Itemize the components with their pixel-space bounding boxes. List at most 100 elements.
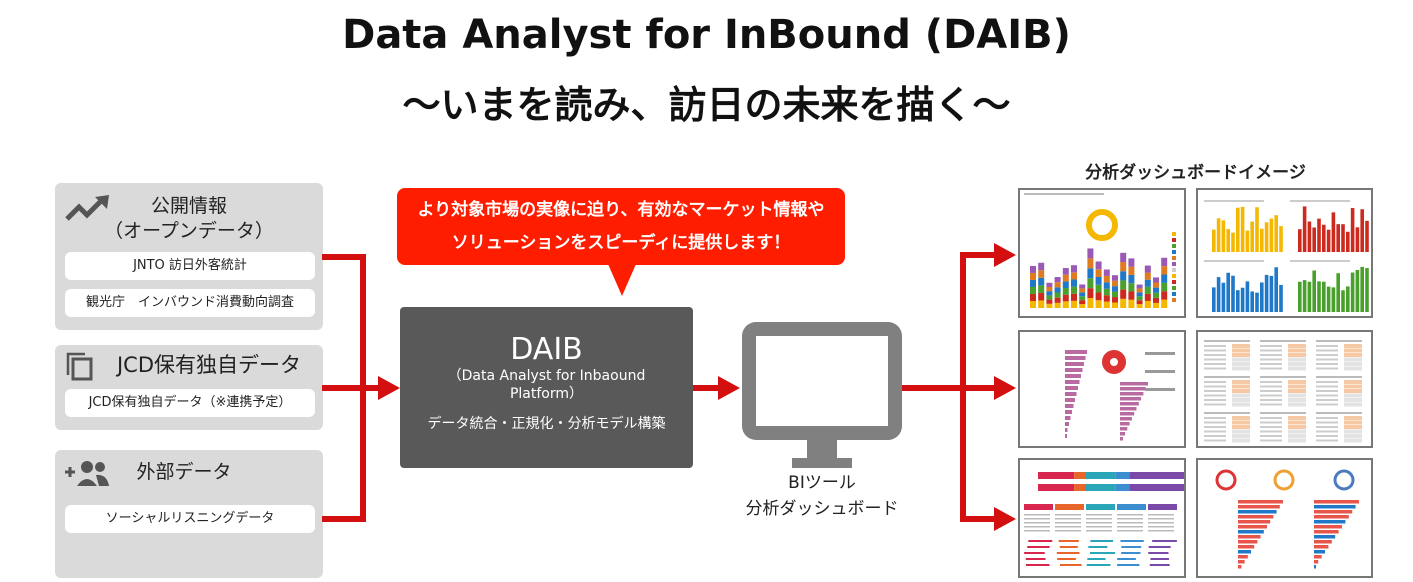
bar: [1314, 535, 1336, 539]
rank-bar: [1065, 416, 1071, 420]
thumb-mark: [1024, 193, 1104, 195]
stacked-bar: [1071, 300, 1077, 308]
segment: [1038, 484, 1075, 491]
table-cell: [1232, 438, 1250, 443]
stacked-bar: [1030, 286, 1036, 294]
bar: [1341, 290, 1345, 312]
table-cell: [1288, 438, 1306, 443]
stacked-bar: [1046, 299, 1053, 304]
thumb-mark: [1316, 385, 1338, 388]
bar: [1317, 218, 1321, 252]
table-cell: [1288, 366, 1306, 371]
stacked-bar: [1161, 266, 1168, 275]
bar: [1317, 281, 1321, 312]
word-cloud: [1150, 558, 1169, 560]
word-cloud: [1120, 540, 1144, 542]
thumb-mark: [1148, 522, 1174, 524]
stacked-bar: [1112, 302, 1118, 308]
table-cell: [1232, 384, 1250, 389]
rank-bar: [1065, 404, 1074, 408]
thumb-mark: [1086, 522, 1112, 524]
stacked-bar: [1120, 289, 1127, 299]
bar: [1302, 280, 1307, 312]
stacked-bar: [1030, 279, 1036, 287]
rank-bar: [1065, 392, 1077, 396]
rank-bar: [1120, 427, 1128, 431]
table-cell: [1288, 425, 1306, 429]
thumb-mark: [1204, 345, 1226, 347]
segment-header: [1086, 504, 1115, 510]
table-cell: [1232, 389, 1250, 393]
stacked-bar: [1103, 301, 1110, 308]
arrow-right-icon: [718, 376, 740, 400]
thumb-mark: [1316, 399, 1338, 401]
table-cell: [1232, 425, 1250, 429]
thumb-mark: [1148, 514, 1174, 516]
word-cloud: [1121, 552, 1141, 554]
connector: [322, 385, 366, 391]
stacked-bar: [1062, 301, 1069, 308]
bar: [1314, 540, 1332, 544]
thumb-mark: [1260, 381, 1282, 383]
legend-swatch: [1172, 274, 1176, 278]
thumb-mark: [1260, 426, 1282, 428]
bar: [1226, 272, 1230, 312]
rank-bar: [1065, 386, 1078, 390]
table-cell: [1232, 353, 1250, 357]
stacked-bar: [1136, 300, 1143, 305]
bar: [1238, 515, 1274, 519]
thumb-mark: [1145, 352, 1175, 355]
bar: [1216, 277, 1221, 312]
table-cell: [1288, 348, 1306, 353]
thumb-mark: [1055, 526, 1081, 528]
thumb-mark: [1117, 526, 1143, 528]
stacked-bar: [1153, 287, 1159, 293]
bar: [1238, 545, 1255, 549]
stacked-bar: [1054, 302, 1061, 308]
thumb-mark: [1316, 354, 1338, 356]
thumb-mark: [1204, 376, 1250, 378]
table-cell: [1288, 344, 1306, 348]
stacked-bar: [1153, 302, 1159, 308]
thumb-mark: [1055, 514, 1081, 516]
bar: [1260, 228, 1264, 252]
stacked-bar: [1120, 262, 1127, 272]
stacked-bar: [1103, 269, 1110, 276]
stacked-bar: [1054, 287, 1061, 293]
bar: [1355, 227, 1360, 252]
bar: [1365, 268, 1369, 312]
thumb-mark: [1290, 260, 1350, 262]
copy-icon: [66, 352, 93, 381]
table-cell: [1232, 362, 1250, 366]
word-cloud: [1056, 552, 1080, 554]
bar: [1331, 287, 1336, 312]
word-cloud: [1148, 552, 1169, 554]
stacked-bar: [1062, 281, 1069, 289]
stacked-bar: [1054, 292, 1061, 298]
thumb-mark: [1145, 388, 1175, 391]
bar: [1355, 269, 1360, 312]
stacked-bar: [1030, 265, 1036, 273]
connector: [960, 516, 996, 522]
stacked-bar: [1120, 271, 1127, 281]
word-cloud: [1028, 540, 1053, 542]
segment: [1074, 472, 1086, 479]
bar: [1221, 220, 1226, 252]
thumb-mark: [1145, 370, 1175, 373]
stacked-bar: [1153, 282, 1159, 288]
bar: [1314, 515, 1349, 519]
thumb-mark: [1204, 381, 1226, 383]
stacked-bar: [1161, 257, 1168, 267]
thumb-mark: [1316, 439, 1338, 442]
bar: [1269, 218, 1274, 252]
rank-bar: [1120, 392, 1144, 396]
bar: [1238, 535, 1261, 539]
stacked-bar: [1136, 284, 1143, 289]
word-cloud: [1089, 552, 1116, 554]
thumb-ring: [1086, 209, 1118, 241]
thumb-mark: [1260, 430, 1282, 433]
stacked-bar: [1153, 297, 1159, 303]
thumb-mark: [1204, 354, 1226, 356]
thumb-mark: [1316, 363, 1338, 365]
